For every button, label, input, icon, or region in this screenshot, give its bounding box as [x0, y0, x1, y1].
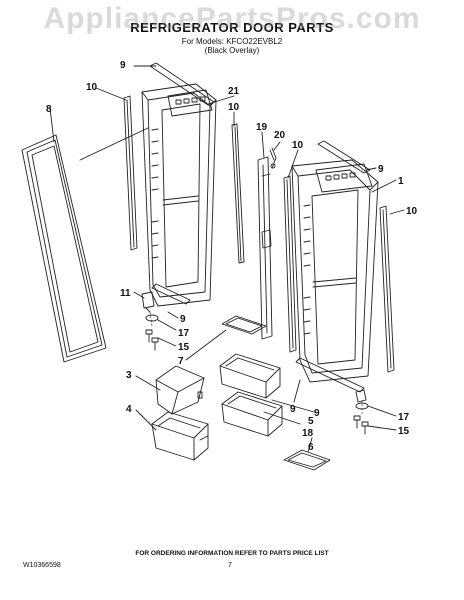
- ordering-info-note: FOR ORDERING INFORMATION REFER TO PARTS …: [135, 550, 329, 557]
- lower-hinge: [141, 291, 155, 313]
- callout-9: 9: [180, 314, 186, 325]
- wire-harness: [269, 147, 277, 169]
- right-door-liner: [291, 159, 379, 383]
- top-right-door-trim: [317, 140, 371, 174]
- hinge-washer-left: [145, 314, 159, 322]
- assembly-guide-lines: [149, 311, 363, 415]
- door-bin-lower: [221, 391, 283, 437]
- callout-10: 10: [406, 206, 418, 217]
- callout-18: 18: [302, 428, 314, 439]
- right-trim-strip: [379, 205, 395, 373]
- door-bin-upper: [219, 353, 281, 399]
- callout-4: 4: [126, 404, 132, 415]
- callout-21: 21: [228, 86, 240, 97]
- callout-5: 5: [308, 416, 314, 427]
- dairy-compartment-cover: [155, 365, 205, 415]
- callout-8: 8: [46, 104, 52, 115]
- bottom-left-door-trim: [151, 283, 191, 305]
- document-number: W10366598: [23, 562, 61, 569]
- door-hinge-strip: [257, 156, 273, 340]
- top-left-door-trim: [149, 62, 215, 106]
- bottom-tray: [283, 449, 331, 471]
- callout-10: 10: [292, 140, 304, 151]
- callout-17: 17: [178, 328, 190, 339]
- leader-lines: [49, 65, 405, 453]
- callout-15: 15: [398, 426, 410, 437]
- left-door-liner: [141, 83, 217, 307]
- callout-6: 7: [178, 356, 184, 367]
- callout-11: 11: [120, 288, 131, 299]
- callout-9: 9: [120, 60, 126, 71]
- callout-17: 17: [398, 412, 410, 423]
- door-gasket: [21, 134, 107, 363]
- hinge-screws-left: [145, 329, 159, 351]
- left-trim-strip: [123, 95, 138, 251]
- page-title: REFRIGERATOR DOOR PARTS: [130, 20, 334, 35]
- page-number: 7: [228, 562, 232, 569]
- center-right-trim-strip: [283, 175, 297, 353]
- callout-15: 15: [178, 342, 190, 353]
- callout-1: 1: [398, 176, 404, 187]
- bottom-right-door-trim: [295, 357, 365, 393]
- variant-subtitle: (Black Overlay): [204, 46, 260, 55]
- hinge-screws-right: [353, 389, 369, 435]
- small-tray: [221, 315, 267, 335]
- callout-10: 10: [228, 102, 240, 113]
- callout-labels: 9 10 8 21 10 19 20 10 9 1 10 11 9 17 15 …: [46, 60, 418, 453]
- callout-7: 6: [308, 442, 314, 453]
- model-subtitle: For Models: KFCO22EVBL2: [181, 37, 283, 46]
- callout-10: 10: [86, 82, 98, 93]
- callout-9: 9: [378, 164, 384, 175]
- callout-9: 9: [290, 404, 296, 415]
- callout-20: 20: [274, 130, 286, 141]
- dairy-bin: [151, 411, 209, 461]
- callout-3: 3: [126, 370, 132, 381]
- callout-19: 19: [256, 122, 268, 133]
- callout-9: 9: [314, 408, 320, 419]
- center-left-trim-strip: [231, 123, 245, 264]
